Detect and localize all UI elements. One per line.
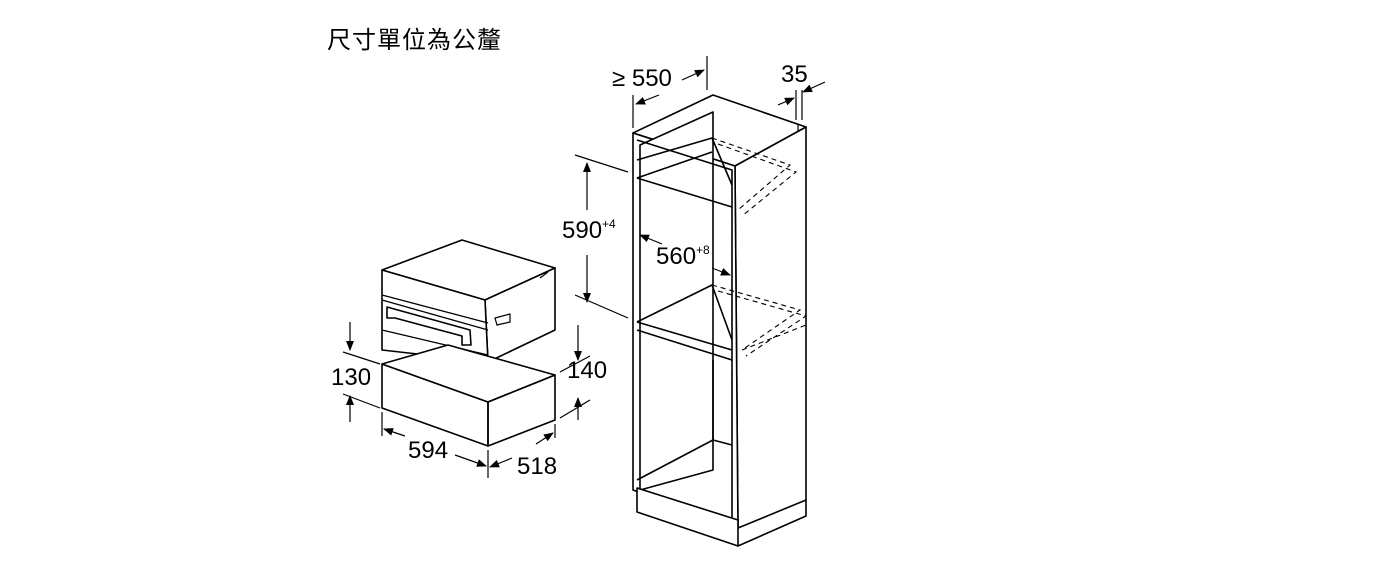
dim-rear-depth: 35: [781, 61, 808, 88]
dim-drawer-height-front: 130: [331, 364, 371, 391]
appliance-drawing: [381, 239, 556, 447]
dim-cabinet-width-min: ≥ 550: [612, 65, 672, 92]
cabinet-dimensions: ≥ 550 35 590+4 560+8: [562, 56, 826, 319]
cabinet-drawing: [632, 94, 808, 547]
dim-niche-width: 560+8: [656, 243, 710, 270]
appliance-dimensions: 130 140 594 518: [331, 322, 607, 480]
page-title: 尺寸單位為公釐: [327, 26, 502, 54]
dim-drawer-height-side: 140: [567, 357, 607, 384]
dim-niche-height: 590+4: [562, 217, 616, 244]
dim-drawer-width: 594: [408, 437, 448, 464]
dim-drawer-depth: 518: [517, 453, 557, 480]
